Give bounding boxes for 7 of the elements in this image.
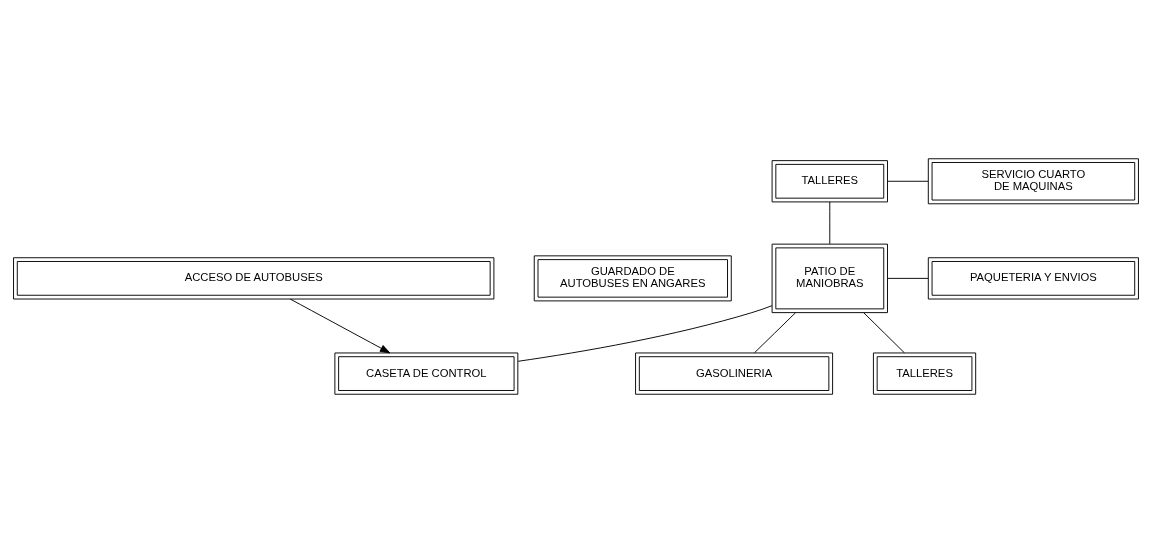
connector — [863, 311, 905, 353]
connector — [829, 200, 831, 244]
connector — [517, 304, 773, 362]
connector — [887, 180, 929, 182]
connector — [754, 311, 796, 353]
connector — [887, 277, 929, 279]
arrow — [289, 298, 391, 353]
